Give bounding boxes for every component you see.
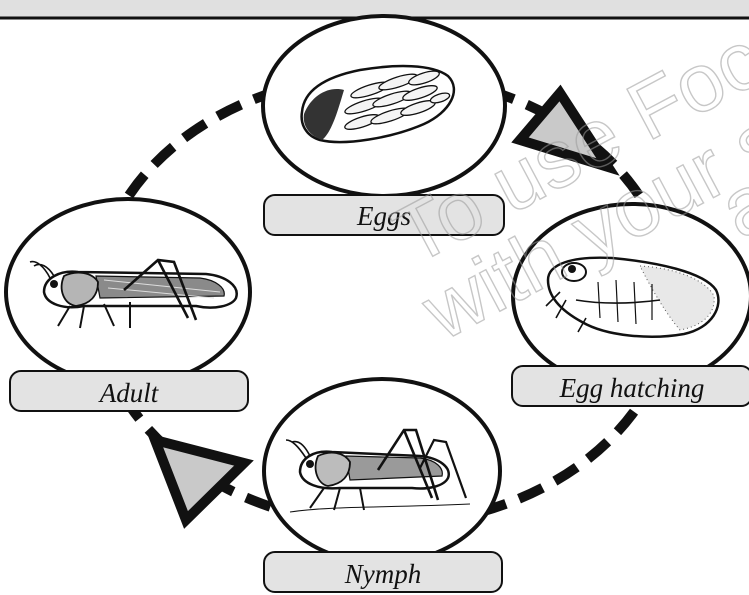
stage-nymph-label: Nymph — [344, 559, 422, 589]
stage-hatching-label: Egg hatching — [559, 373, 705, 403]
stage-nymph: Nymph — [264, 379, 502, 592]
stage-adult-label: Adult — [98, 378, 160, 408]
cycle-arrow-icon — [155, 440, 244, 520]
stage-adult: Adult — [6, 199, 250, 411]
